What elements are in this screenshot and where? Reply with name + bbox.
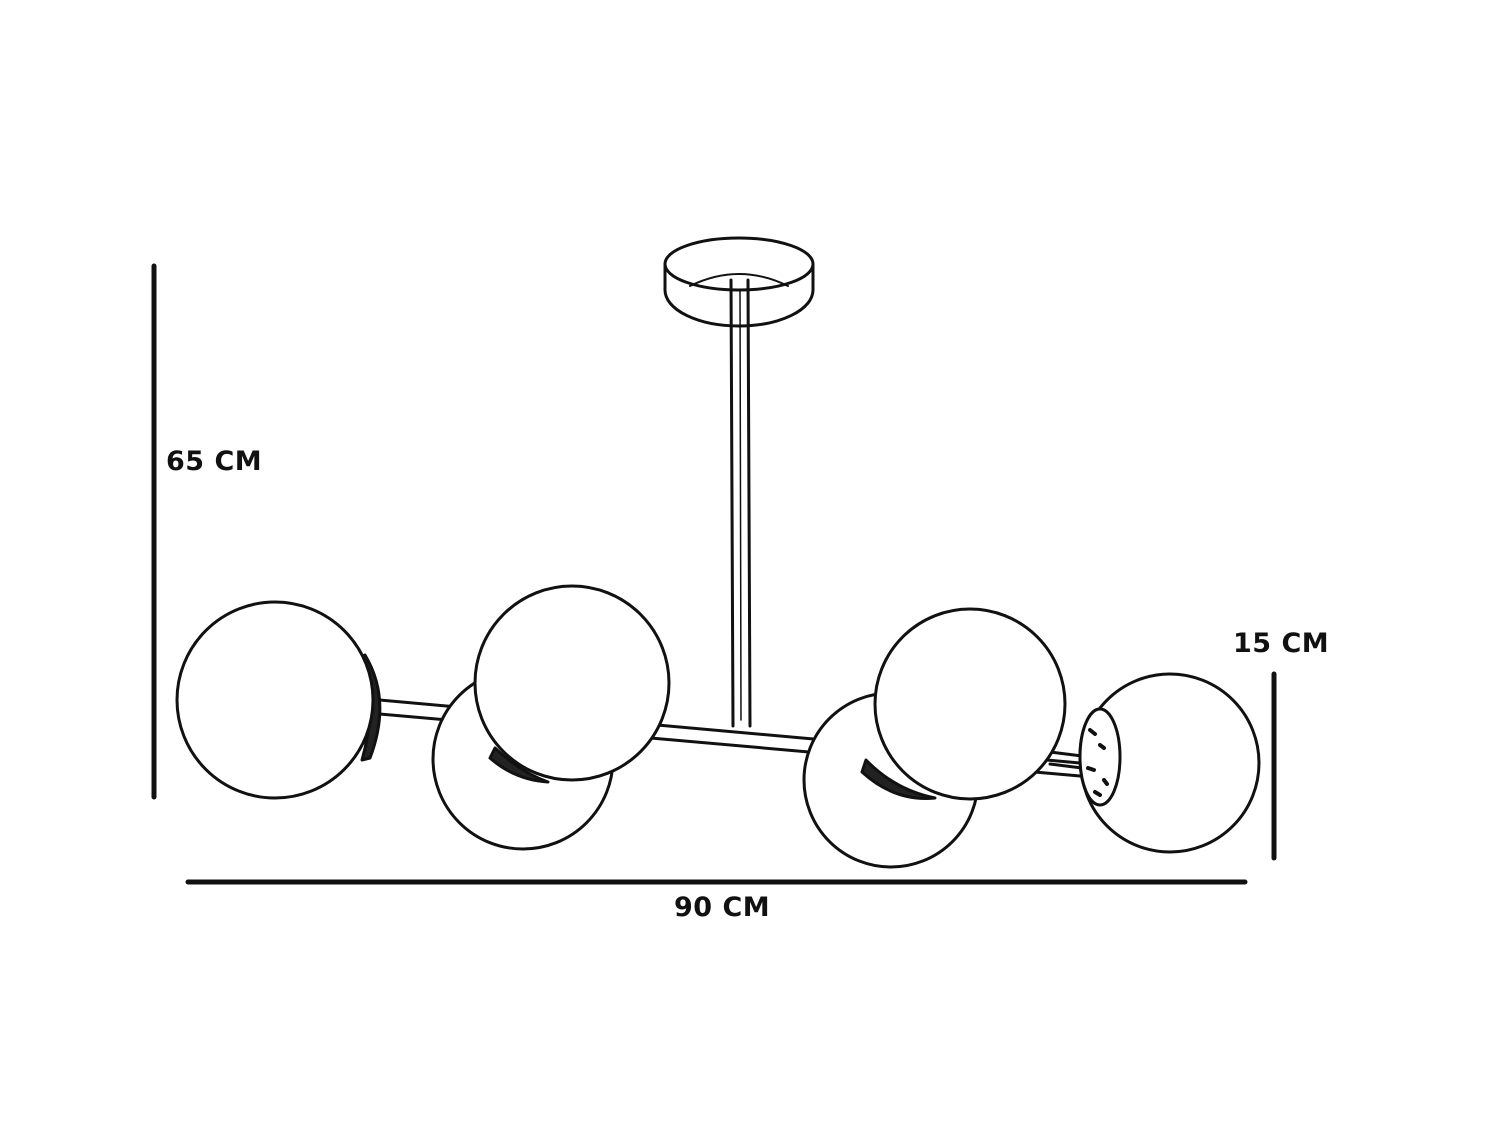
right-connector (1048, 750, 1084, 770)
globe-front-center-left (473, 584, 671, 782)
width-dimension-label: 90 CM (674, 892, 771, 923)
depth-dimension-label: 15 CM (1233, 628, 1330, 659)
vertical-rod (729, 278, 752, 728)
height-dimension-label: 65 CM (166, 446, 263, 477)
globe-front-left (175, 600, 375, 800)
globe-front-center-right (873, 607, 1067, 801)
ceiling-canopy (663, 236, 815, 328)
right-socket-cup-front (1078, 707, 1122, 807)
